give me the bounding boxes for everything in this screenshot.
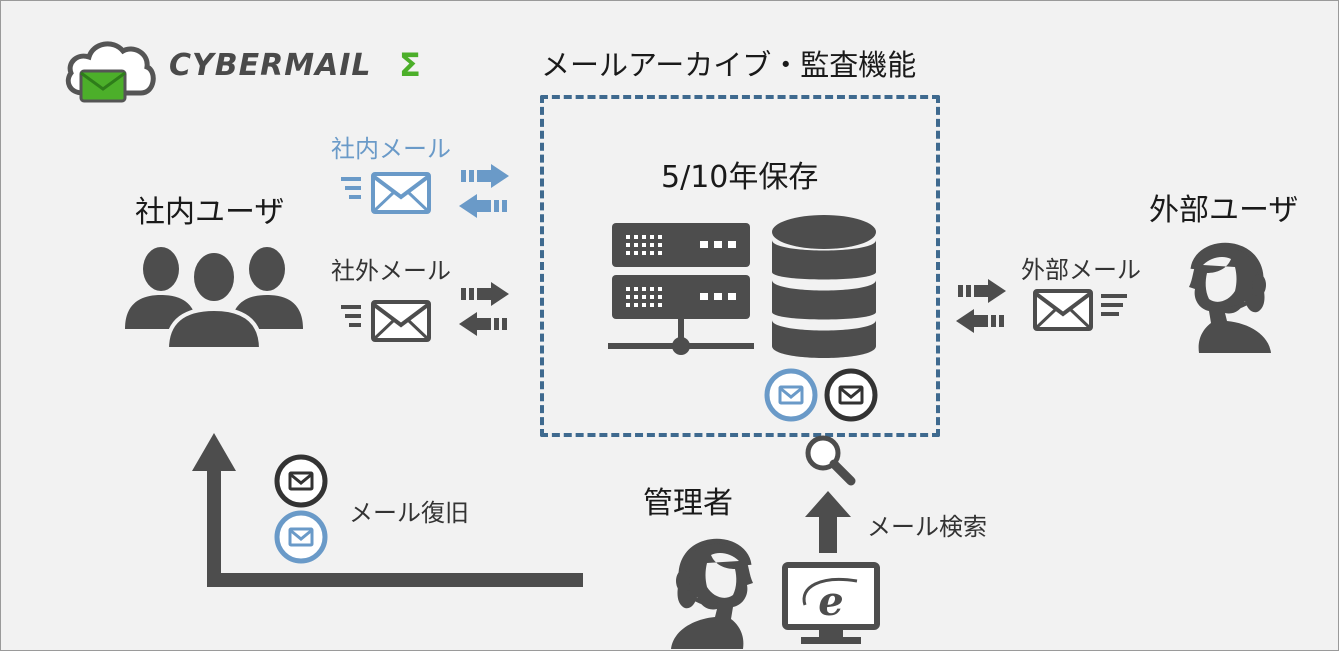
archived-mail-blue-icon [764, 368, 818, 422]
outbound-bidirectional-arrow-icon [459, 282, 509, 336]
internal-mail-label: 社内メール [331, 135, 451, 163]
mail-search-label: メール検索 [867, 513, 987, 541]
archive-title: メールアーカイブ・監査機能 [541, 48, 917, 82]
cloud-mail-icon [65, 41, 156, 103]
search-magnifier-icon [805, 435, 856, 486]
internal-users-label: 社内ユーザ [135, 195, 285, 230]
svg-text:e: e [818, 578, 843, 625]
headset-operator-external-icon [1189, 242, 1271, 353]
restore-path-vertical [207, 467, 221, 587]
archived-mail-dark-icon [824, 368, 878, 422]
database-icon [772, 215, 876, 358]
external-users-label: 外部ユーザ [1149, 193, 1299, 228]
external-mail-label: 外部メール [1021, 256, 1141, 284]
users-group-icon [125, 247, 303, 351]
archive-box [540, 95, 940, 437]
outbound-mail-label: 社外メール [331, 257, 451, 285]
outbound-mail-icon [341, 300, 431, 342]
internal-bidirectional-arrow-icon [459, 164, 509, 218]
retention-label: 5/10年保存 [661, 160, 819, 195]
monitor-browser-icon: e [782, 562, 880, 644]
external-bidirectional-arrow-icon [956, 279, 1006, 333]
restore-mail-dark-icon [274, 454, 328, 508]
restore-path-horizontal [207, 573, 583, 587]
restore-mail-blue-icon [274, 510, 328, 564]
logo-sigma: Σ [399, 46, 421, 84]
internal-mail-icon [341, 172, 431, 214]
admin-label: 管理者 [643, 486, 733, 521]
logo: CYBERMAIL Σ [61, 33, 441, 105]
restore-up-arrow-icon [192, 433, 236, 471]
logo-text: CYBERMAIL [169, 48, 372, 83]
mail-restore-label: メール復旧 [349, 499, 469, 527]
external-mail-icon [1033, 289, 1127, 331]
search-up-arrow-icon [805, 491, 851, 553]
headset-operator-admin-icon [671, 538, 753, 649]
server-icon [608, 223, 754, 355]
